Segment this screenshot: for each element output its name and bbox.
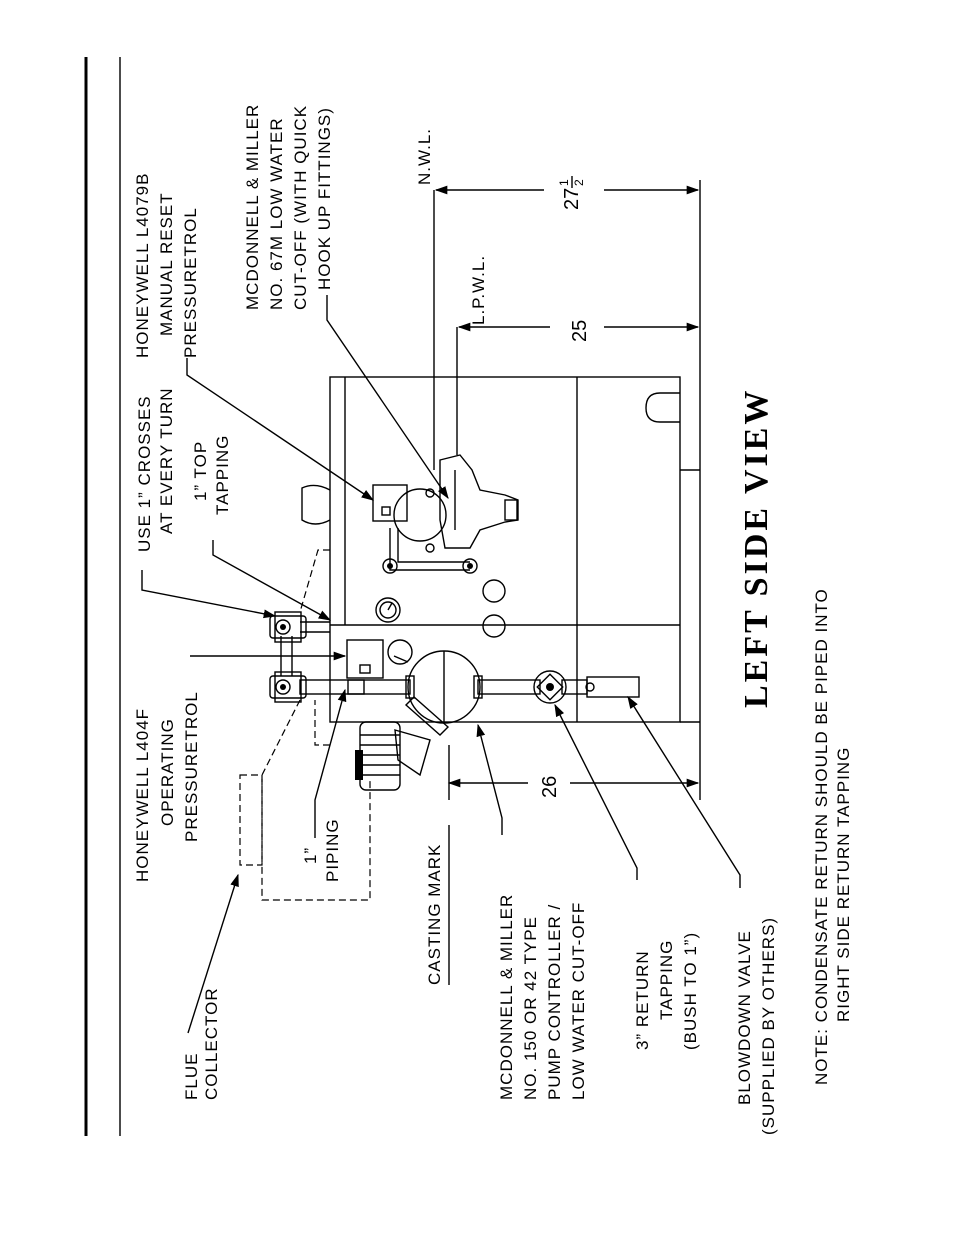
flue-collector [239,549,371,901]
supply-piping [280,621,640,698]
dim-nwl-numerator: 1 [557,179,571,186]
dim-lpwl-value: 25 [569,320,591,342]
l4079b-pressuretrol [372,484,447,553]
piping-label: PIPING [323,818,342,882]
l4079b-label: MANUAL RESET [157,192,176,336]
dim-nwl-denominator: 2 [572,179,586,186]
mcdonnell-150-label: PUMP CONTROLLER / [545,904,564,1100]
lpwl-label: L.P.W.L. [469,255,488,325]
blowdown-valve-label: BLOWDOWN VALVE [735,930,754,1105]
pipe-cross-lower [269,671,307,703]
return-tapping-label: (BUSH TO 1”) [681,932,700,1050]
flue-collector-label: COLLECTOR [202,987,221,1100]
l4079b-label: PRESSURETROL [181,207,200,358]
blowdown-valve-label: (SUPPLIED BY OTHERS) [759,917,778,1135]
leader-lines [141,295,741,1034]
return-tapping-label: 3” RETURN [633,950,652,1050]
mcdonnell-67m-label: NO. 67M LOW WATER [267,117,286,310]
mcdonnell-67m-label: CUT-OFF (WITH QUICK [291,105,310,310]
mcdonnell-67m-cutoff [382,454,519,574]
dim-casting-value: 26 [539,776,561,798]
pipe-cross-upper [269,611,307,643]
l404f-pressuretrol [346,639,413,695]
nwl-label: N.W.L. [415,128,434,185]
note-line-1: NOTE: CONDENSATE RETURN SHOULD BE PIPED … [812,588,831,1085]
boiler-jacket [329,376,700,723]
mcdonnell-67m-label: MCDONNELL & MILLER [243,104,262,310]
flue-collector-label: FLUE [182,1053,201,1100]
pipe-stub [301,484,331,525]
mcdonnell-150-label: LOW WATER CUT-OFF [569,902,588,1100]
top-tapping-label: TAPPING [213,435,232,515]
view-title: LEFT SIDE VIEW [738,388,775,708]
return-tapping-label: TAPPING [657,940,676,1020]
mcdonnell-67m-label: HOOK UP FITTINGS) [315,107,334,290]
casting-mark-label: CASTING MARK [425,844,444,985]
note-line-2: RIGHT SIDE RETURN TAPPING [834,747,853,1022]
tapping-port [482,614,506,638]
dim-nwl-whole: 27 [561,188,583,210]
tapping-port [482,579,506,603]
return-tapping-valve [533,670,567,704]
mcdonnell-150-controller [355,650,483,791]
l404f-label: HONEYWELL L404F [133,708,152,882]
l404f-label: OPERATING [158,718,177,826]
mcdonnell-150-label: MCDONNELL & MILLER [497,894,516,1100]
use-crosses-label: AT EVERY TURN [157,387,176,534]
l4079b-label: HONEYWELL L4079B [133,173,152,358]
l404f-label: PRESSURETROL [182,691,201,842]
mcdonnell-150-label: NO. 150 OR 42 TYPE [521,916,540,1100]
top-tapping-label: 1” TOP [191,441,210,501]
piping-label: 1” [301,847,320,864]
pressure-gauge [375,597,401,623]
use-crosses-label: USE 1” CROSSES [135,395,154,552]
